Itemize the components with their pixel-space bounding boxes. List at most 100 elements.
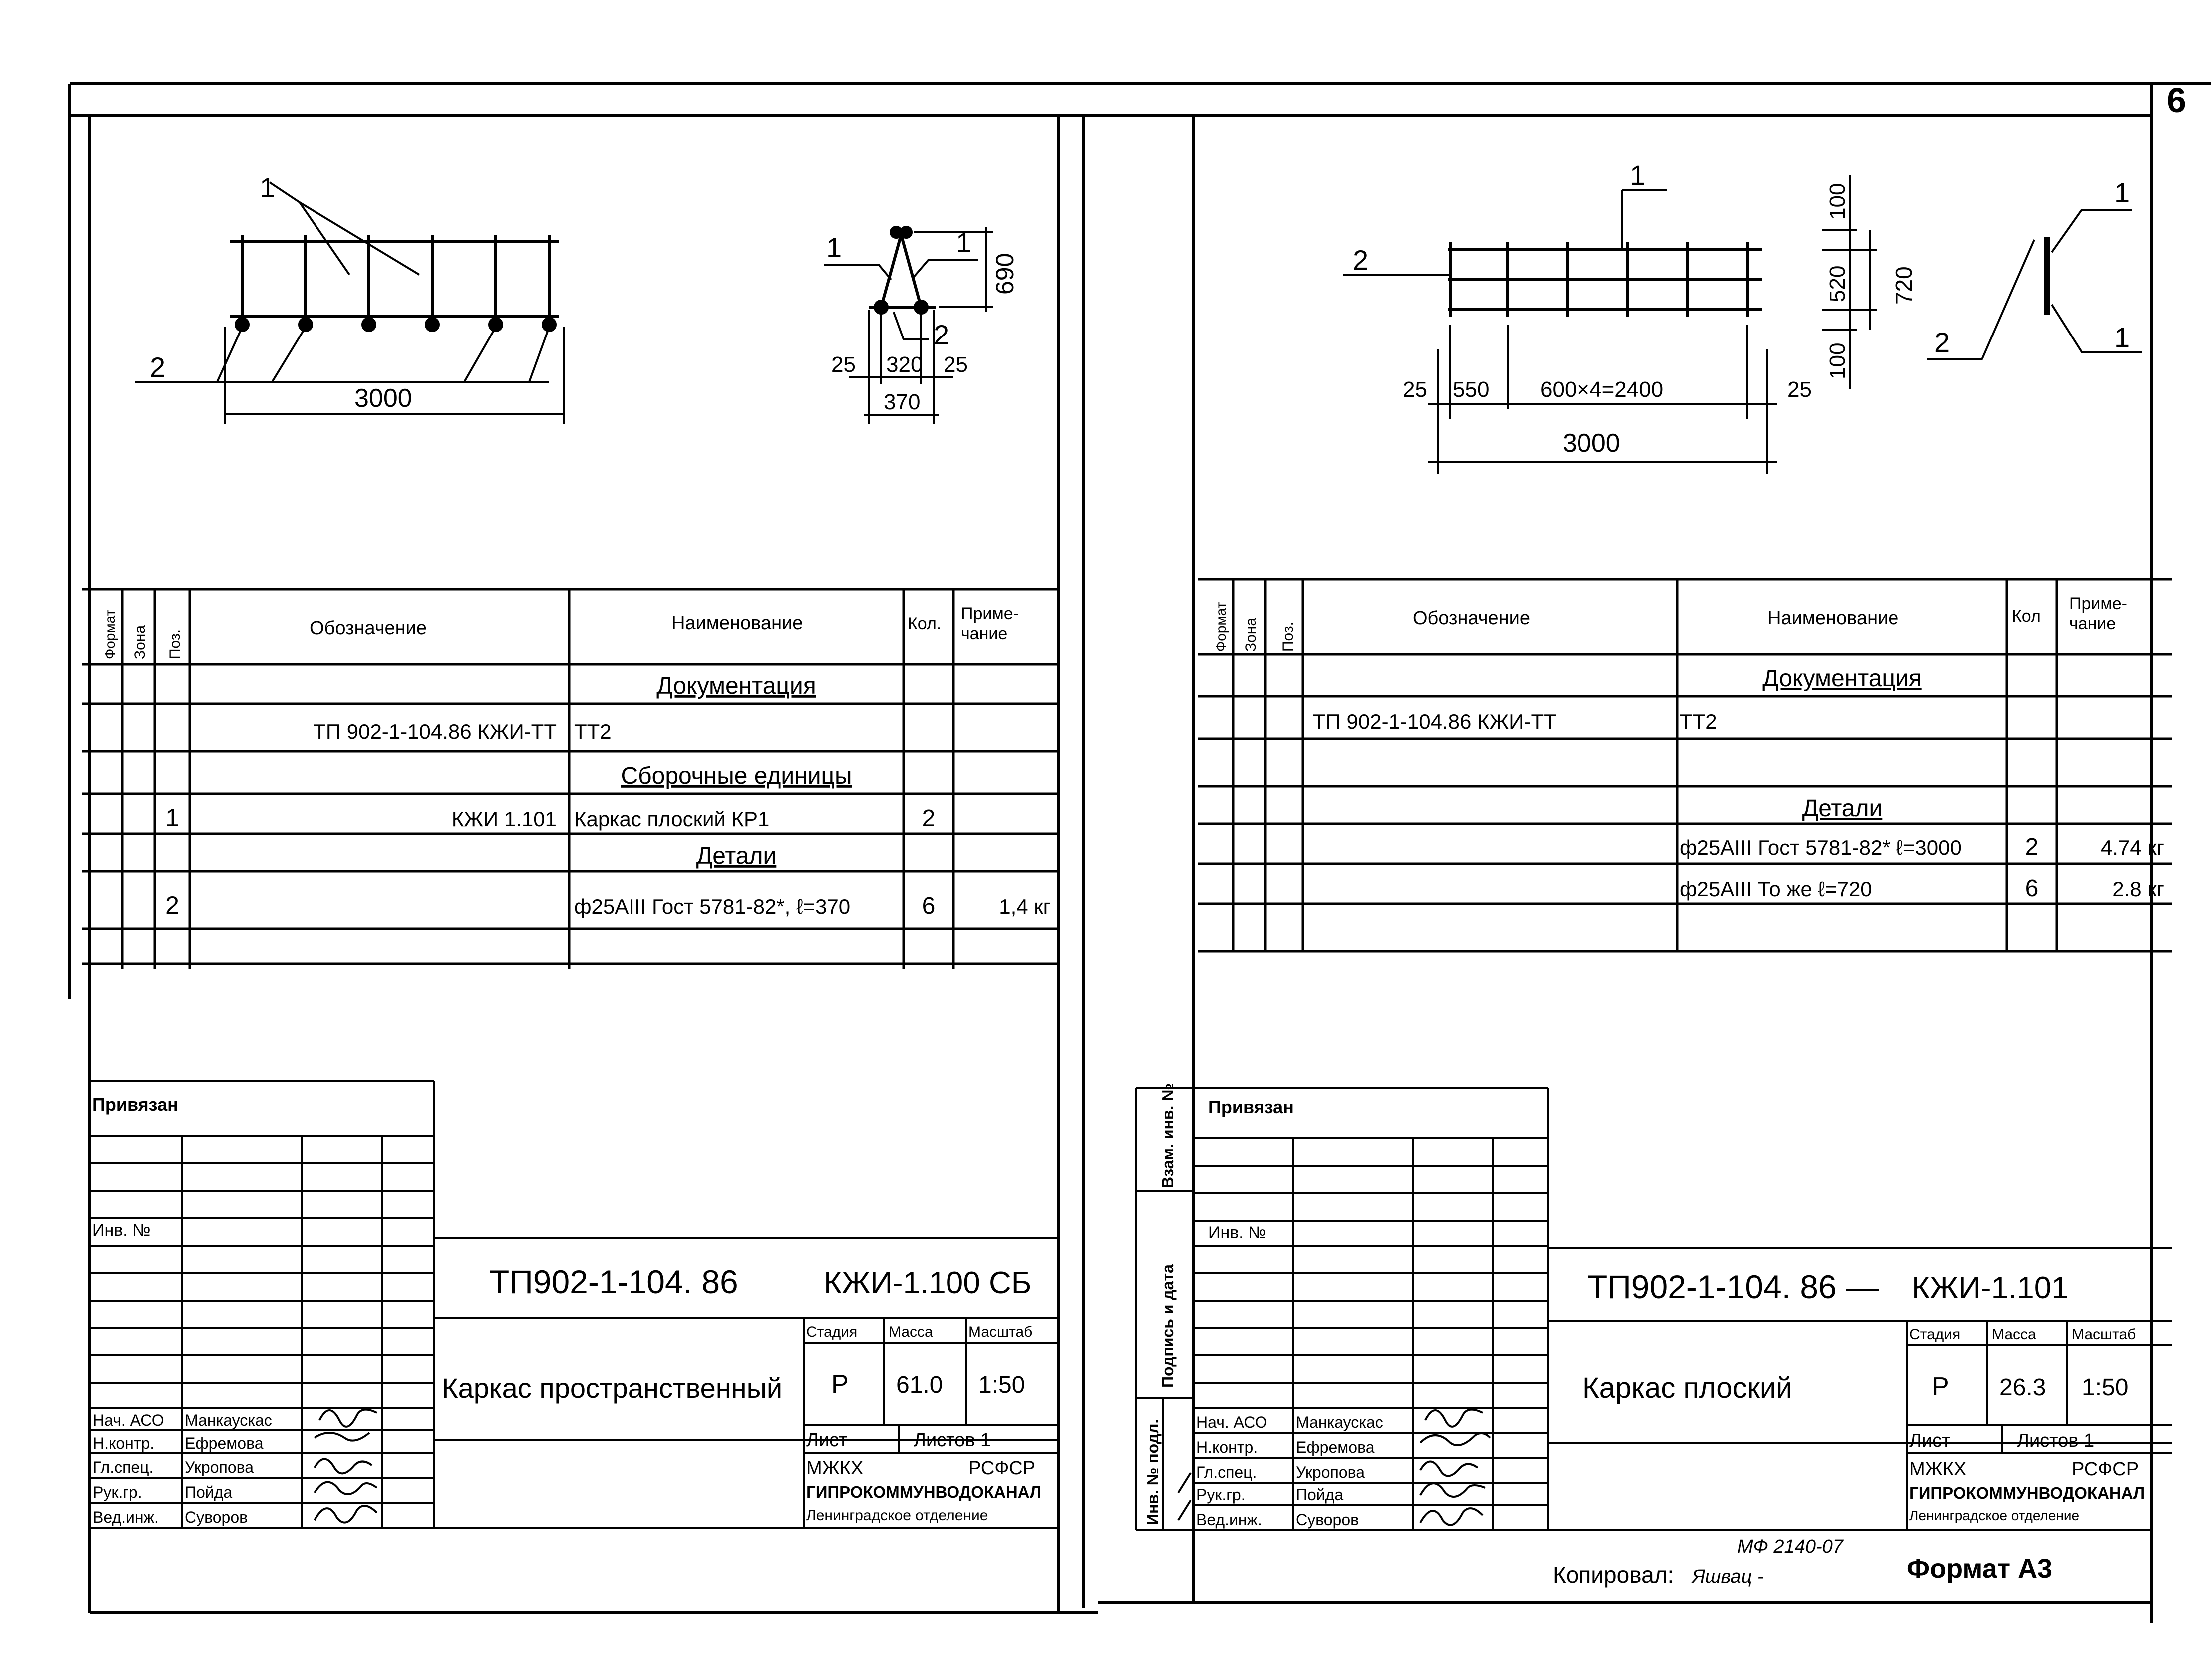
left-section-height: 690	[991, 253, 1019, 295]
right-height-720: 720	[1891, 266, 1917, 305]
left-sheet-label: Лист	[806, 1430, 848, 1451]
right-spec-header-qty: Кол	[2012, 607, 2041, 626]
left-section-callout-2: 2	[934, 319, 949, 350]
left-signer-name: Укропова	[185, 1458, 254, 1476]
right-dim-25a: 25	[1403, 377, 1427, 402]
left-spec-header-qty: Кол.	[908, 614, 941, 633]
left-spec-header-note: Приме-чание	[961, 604, 1019, 643]
left-mass-value: 61.0	[896, 1372, 943, 1398]
right-front-callout-1: 1	[1630, 159, 1645, 191]
right-side-podpis: Подпись и дата	[1159, 1264, 1177, 1388]
left-signatures	[314, 1408, 378, 1524]
sheet-corner-number: 6	[2167, 81, 2186, 120]
right-signer-role: Рук.гр.	[1196, 1486, 1246, 1504]
left-spec-rows: Документация ТП 902-1-104.86 КЖИ-ТТ ТТ2Сбо…	[165, 673, 1051, 919]
right-spec-designation: ТП 902-1-104.86 КЖИ-ТТ	[1313, 710, 1557, 733]
right-signer-name: Пойда	[1296, 1486, 1343, 1504]
left-spec-name: Документация	[656, 673, 816, 699]
right-spec-note: 2.8 кг	[2112, 877, 2164, 901]
right-signer-name: Суворов	[1296, 1511, 1359, 1529]
right-sheet-label: Лист	[1909, 1430, 1951, 1451]
left-privyazan-label: Привязан	[92, 1094, 178, 1115]
left-signer-name: Манкаускас	[185, 1411, 272, 1429]
left-spec-pos: 1	[165, 804, 179, 832]
right-signatures	[1177, 1408, 1491, 1526]
right-spec-note: 4.74 кг	[2101, 836, 2164, 859]
sheet-frame	[68, 82, 2211, 1623]
right-stage-label: Стадия	[1909, 1326, 1960, 1343]
left-spec-name: ТТ2	[574, 720, 612, 743]
left-section-callout-1b: 1	[956, 227, 971, 258]
right-spec-header-name: Наименование	[1767, 608, 1898, 629]
right-height-520: 520	[1825, 266, 1850, 302]
left-spec-designation: ТП 902-1-104.86 КЖИ-ТТ	[313, 720, 557, 743]
right-section-callout-2: 2	[1934, 327, 1950, 358]
right-org-line2: ГИПРОКОММУНВОДОКАНАЛ	[1909, 1484, 2145, 1502]
left-spec-designation: КЖИ 1.101	[452, 807, 557, 831]
right-spec-header-note: Приме-чание	[2069, 594, 2127, 633]
right-signer-role: Н.контр.	[1196, 1438, 1258, 1456]
left-spec-header-zone: Зона	[132, 625, 148, 659]
right-signer-role: Гл.спец.	[1196, 1463, 1257, 1481]
left-front-callout-1: 1	[260, 172, 275, 203]
left-signer-role: Гл.спец.	[93, 1458, 153, 1476]
left-org-line2: ГИПРОКОММУНВОДОКАНАЛ	[806, 1483, 1041, 1501]
right-section-callout-1a: 1	[2114, 177, 2130, 208]
right-spec-grid	[1198, 578, 2172, 953]
left-section-callout-1a: 1	[826, 232, 842, 263]
left-org-line1-right: РСФСР	[968, 1458, 1035, 1479]
right-spec-header-pos: Поз.	[1280, 622, 1296, 652]
footer-stamp: МФ 2140-07	[1737, 1536, 1844, 1557]
left-spec-qty: 6	[922, 893, 936, 919]
right-mass-label: Масса	[1992, 1326, 2036, 1343]
left-spec-qty: 2	[922, 805, 936, 832]
left-org-line3: Ленинградское отделение	[806, 1507, 988, 1524]
right-spec-name: Документация	[1762, 666, 1921, 692]
left-scale-label: Масштаб	[968, 1324, 1032, 1340]
left-spec-name: Сборочные единицы	[621, 763, 852, 789]
right-side-inv-podl: Инв. № подл.	[1144, 1419, 1162, 1525]
left-section-view	[824, 226, 993, 424]
right-title: Каркас плоский	[1582, 1372, 1792, 1404]
right-side-strip	[1135, 1087, 1193, 1531]
left-spec-grid	[82, 588, 1058, 969]
right-spec-name: ф25АIII То же ℓ=720	[1680, 877, 1872, 901]
left-spec-name: Каркас плоский КР1	[574, 807, 769, 831]
right-front-view	[1343, 189, 1777, 474]
left-signer-role: Н.контр.	[93, 1434, 154, 1452]
left-title-block-grid	[90, 1080, 1058, 1529]
right-spec-name: ф25АIII Гост 5781-82* ℓ=3000	[1680, 836, 1962, 859]
left-inv-no-label: Инв. №	[92, 1221, 151, 1240]
left-signer-role: Рук.гр.	[93, 1483, 142, 1501]
left-spec-note: 1,4 кг	[999, 895, 1051, 918]
right-mass-value: 26.3	[1999, 1374, 2046, 1401]
right-dim-span: 600×4=2400	[1540, 377, 1663, 402]
left-scale-value: 1:50	[978, 1372, 1025, 1398]
right-org-line1-left: МЖКХ	[1909, 1459, 1966, 1480]
left-section-dim-370: 370	[884, 390, 920, 414]
right-dim-550: 550	[1453, 377, 1489, 402]
left-spec-header-name: Наименование	[671, 613, 803, 634]
footer-format: Формат А3	[1907, 1554, 2052, 1584]
left-signer-name: Суворов	[185, 1508, 248, 1526]
left-doc-suffix: КЖИ-1.100 СБ	[824, 1266, 1031, 1300]
left-title: Каркас пространственный	[442, 1372, 782, 1404]
left-spec-header-designation: Обозначение	[310, 618, 427, 639]
right-doc-code: ТП902-1-104. 86 —	[1587, 1268, 1879, 1305]
right-spec-name: Детали	[1802, 795, 1883, 822]
left-spec-name: ф25АIII Гост 5781-82*, ℓ=370	[574, 895, 850, 918]
right-height-100a: 100	[1825, 183, 1850, 220]
left-section-dim-25b: 25	[944, 352, 968, 377]
left-front-length: 3000	[354, 384, 412, 413]
left-mass-label: Масса	[889, 1324, 933, 1340]
right-stage-value: Р	[1932, 1372, 1949, 1401]
right-section-callout-1b: 1	[2114, 322, 2130, 353]
left-spec-name: Детали	[696, 843, 777, 869]
right-front-length: 3000	[1563, 429, 1620, 458]
right-dim-25b: 25	[1787, 377, 1812, 402]
right-org-line1-right: РСФСР	[2072, 1459, 2139, 1480]
left-spec-header-pos: Поз.	[167, 629, 183, 659]
